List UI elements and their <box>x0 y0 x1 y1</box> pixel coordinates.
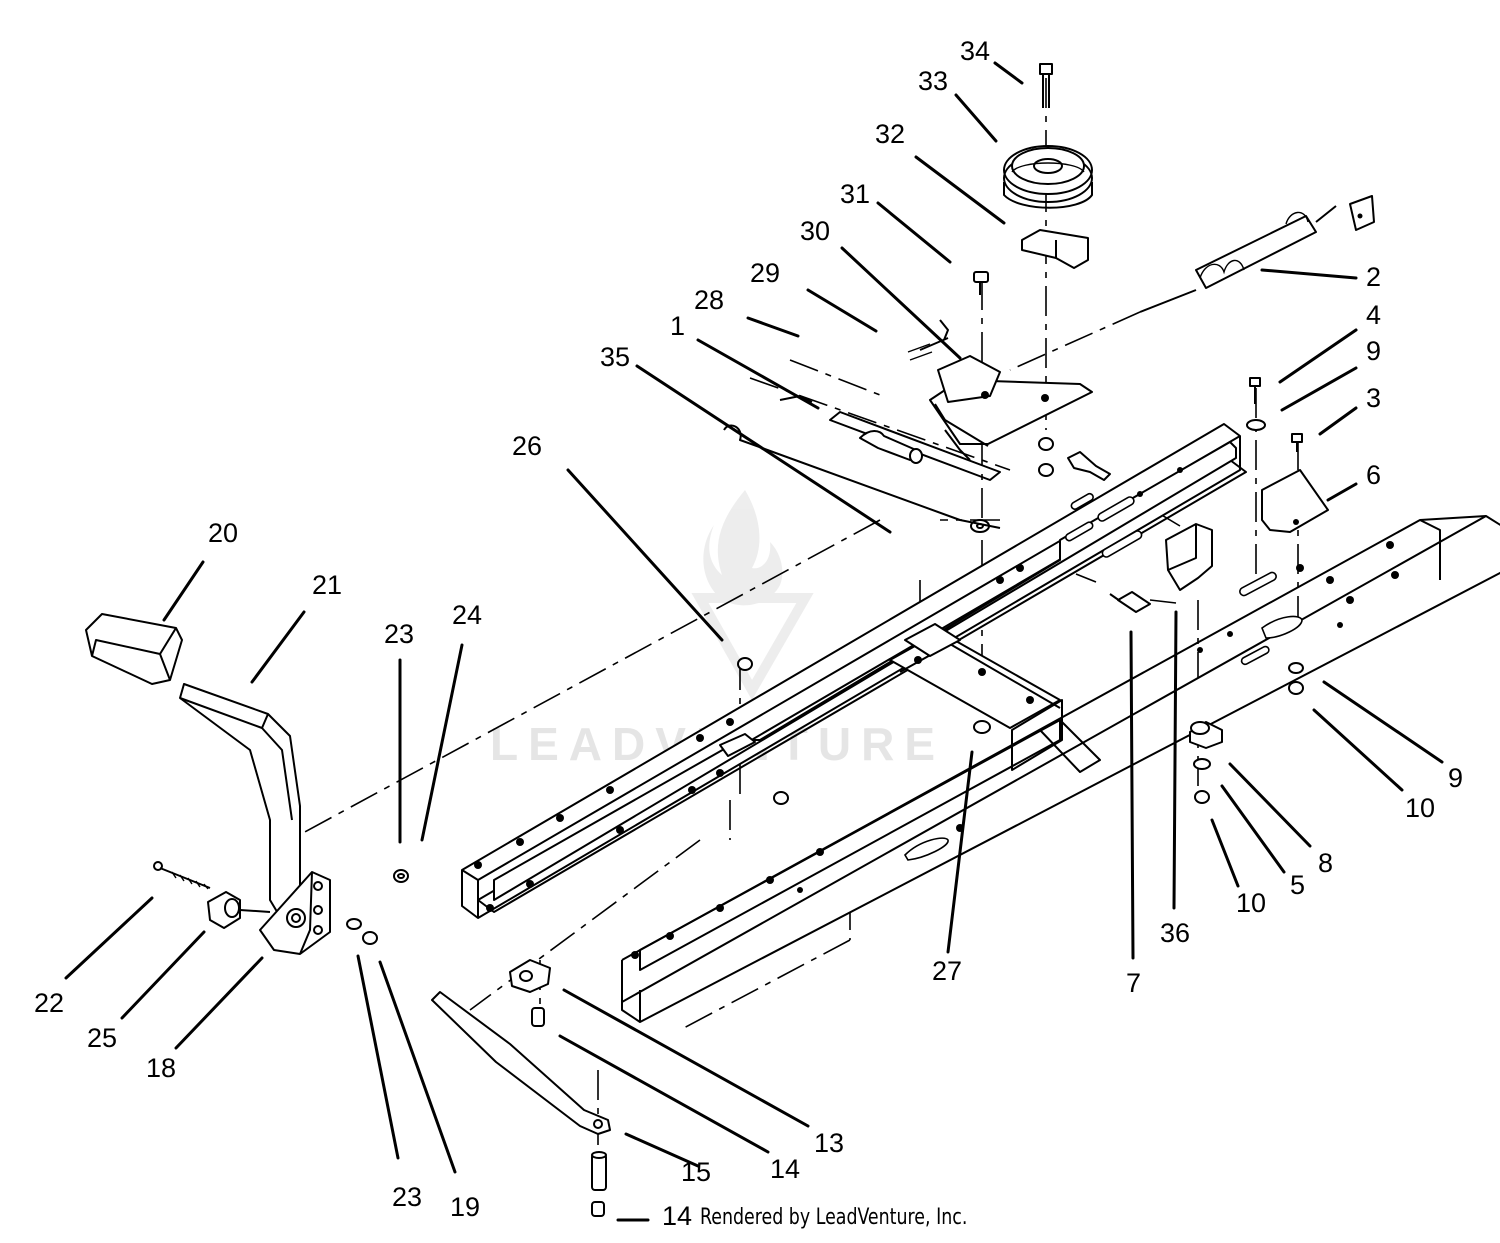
callout-34: 34 <box>960 36 990 66</box>
pedal-pad <box>85 613 183 685</box>
render-credit: Rendered by LeadVenture, Inc. <box>700 1205 968 1230</box>
callout-31: 31 <box>840 179 870 209</box>
callout-14-middle: 14 <box>770 1154 800 1184</box>
idler-pulley <box>1003 145 1093 209</box>
callout-35: 35 <box>600 342 630 372</box>
callout-7: 7 <box>1126 968 1141 998</box>
callout-2: 2 <box>1366 262 1381 292</box>
callout-22: 22 <box>34 988 64 1018</box>
callout-10-left: 10 <box>1236 888 1266 918</box>
callout-32: 32 <box>875 119 905 149</box>
callout-1: 1 <box>670 311 685 341</box>
rod-ferrule-7 <box>1109 591 1151 613</box>
callout-10-right: 10 <box>1405 793 1435 823</box>
callout-26: 26 <box>512 431 542 461</box>
callout-4: 4 <box>1366 300 1381 330</box>
callout-25: 25 <box>87 1023 117 1053</box>
callout-labels: 34 33 32 31 30 29 28 1 35 2 4 9 3 6 26 2… <box>34 36 1463 1231</box>
callout-3: 3 <box>1366 383 1381 413</box>
callout-18: 18 <box>146 1053 176 1083</box>
bolt-22 <box>153 861 211 890</box>
callout-24: 24 <box>452 600 482 630</box>
spacer-tube <box>591 1151 607 1191</box>
stud-clip <box>719 733 756 757</box>
upper-frame-rail <box>461 423 1247 919</box>
callout-19: 19 <box>450 1192 480 1222</box>
leader-lines <box>64 61 1444 1222</box>
callout-23-lower: 23 <box>392 1182 422 1212</box>
callout-6: 6 <box>1366 460 1381 490</box>
callout-29: 29 <box>750 258 780 288</box>
callout-20: 20 <box>208 518 238 548</box>
callout-28: 28 <box>694 285 724 315</box>
spacer-25 <box>207 891 271 929</box>
callout-27: 27 <box>932 956 962 986</box>
callout-5: 5 <box>1290 870 1305 900</box>
callout-9-upper: 9 <box>1366 336 1381 366</box>
control-rod-15 <box>431 991 611 1135</box>
idler-bracket <box>929 355 1093 461</box>
callout-36: 36 <box>1160 918 1190 948</box>
callout-30: 30 <box>800 216 830 246</box>
callout-13: 13 <box>814 1128 844 1158</box>
pivot-bracket-18 <box>259 871 331 955</box>
bolt-34 <box>1039 63 1053 108</box>
callout-8: 8 <box>1318 848 1333 878</box>
tension-spring-rod-2 <box>1139 195 1375 313</box>
bolt-31 <box>973 271 989 295</box>
callout-23-upper: 23 <box>384 619 414 649</box>
brake-rod-assembly <box>723 319 1001 529</box>
cross-member <box>889 623 1063 771</box>
nuts-washers <box>346 419 1304 945</box>
callout-14-bottom: 14 <box>662 1201 692 1231</box>
callout-9-lower: 9 <box>1448 763 1463 793</box>
callout-21: 21 <box>312 570 342 600</box>
carriage-bolt-near-rail <box>1067 451 1111 481</box>
callout-15: 15 <box>681 1157 711 1187</box>
lower-frame-rail <box>621 515 1500 1023</box>
bolt-14-upper <box>531 1007 545 1027</box>
bracket-36 <box>1165 523 1213 591</box>
bracket-6 <box>1261 469 1329 533</box>
callout-33: 33 <box>918 66 948 96</box>
pulley-bracket <box>1021 229 1089 269</box>
clamp-13 <box>509 959 551 993</box>
bolt-4 <box>1249 377 1261 404</box>
flanged-bushing <box>1189 721 1223 749</box>
bolt-3 <box>1291 433 1303 452</box>
bolt-14-lower <box>591 1201 605 1217</box>
